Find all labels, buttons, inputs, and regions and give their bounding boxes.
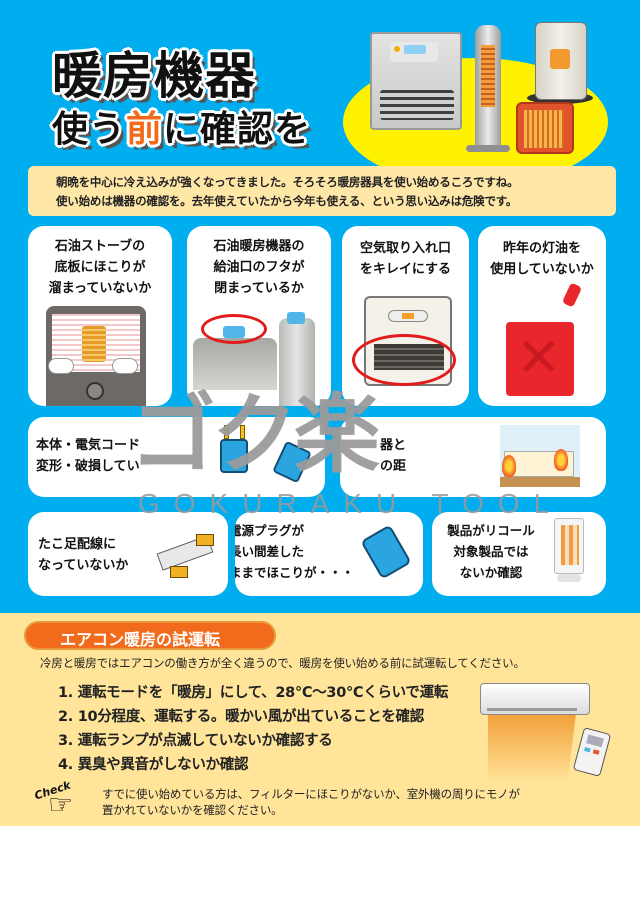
electric-heater-illustration xyxy=(516,102,574,154)
fuel-tank-photo-2 xyxy=(279,318,315,406)
warm-air-illustration xyxy=(488,714,576,784)
card-text: 昨年の灯油を使用していないか xyxy=(490,241,594,277)
aircon-steps: 1. 運転モードを「暖房」にして、28℃～30℃くらいで運転 2. 10分程度、… xyxy=(58,681,448,777)
card-text: 製品がリコール対象製品ではないか確認 xyxy=(447,523,535,580)
air-conditioner-icon xyxy=(480,683,590,715)
round-kerosene-stove-illustration xyxy=(535,22,587,100)
fuel-cap-icon-2 xyxy=(287,312,305,324)
card-text: 本体・電気コード変形・破損してい xyxy=(36,438,141,474)
check-card-fuel-cap: 石油暖房機器の給油口のフタが閉まっているか xyxy=(187,226,331,406)
check-card-recall: 製品がリコール対象製品ではないか確認 xyxy=(432,512,606,596)
intro-line-2: 使い始めは機器の確認を。去年使えていたから今年も使える、という思い込みは危険です… xyxy=(56,194,518,208)
fuel-tank-photo xyxy=(193,338,277,390)
aircon-section-title: エアコン暖房の試運転 xyxy=(24,621,276,650)
plug-prong xyxy=(240,425,245,439)
card-text: たこ足配線になっていないか xyxy=(38,537,129,573)
dusty-plug-icon xyxy=(360,524,412,580)
jerry-can-icon xyxy=(506,322,574,396)
jerry-can-spout xyxy=(561,282,583,308)
check-card-dusty-plug: 電源プラグが長い間差したままでほこりが・・・ xyxy=(235,512,423,596)
pointing-hand-icon: ☞ xyxy=(48,788,74,821)
check-note: すでに使い始めている方は、フィルターにほこりがないか、室外機の周りにモノが 置か… xyxy=(102,787,520,817)
check-card-old-kerosene: 昨年の灯油を使用していないか xyxy=(478,226,606,406)
intro-line-1: 朝晩を中心に冷え込みが強くなってきました。そろそろ暖房器具を使い始めるころですね… xyxy=(56,175,519,189)
card-text: 電源プラグが長い間差したままでほこりが・・・ xyxy=(235,523,355,580)
laundry-fire-icon xyxy=(500,425,580,487)
tower-heater-illustration xyxy=(475,25,501,150)
check-card-distance: 器との距 xyxy=(340,417,606,497)
plug-icon-2 xyxy=(196,534,214,546)
plug-icon xyxy=(170,566,188,578)
halogen-heater-icon xyxy=(554,518,584,574)
card-text: 空気取り入れ口をキレイにする xyxy=(359,241,452,277)
step-item: 1. 運転モードを「暖房」にして、28℃～30℃くらいで運転 xyxy=(58,685,449,701)
plug-prong xyxy=(224,425,229,439)
highlight-circle xyxy=(352,334,456,386)
highlight-circle xyxy=(201,314,267,344)
card-text: 石油ストーブの底板にほこりが溜まっていないか xyxy=(48,239,152,296)
intro-box: 朝晩を中心に冷え込みが強くなってきました。そろそろ暖房器具を使い始めるころですね… xyxy=(28,166,616,216)
aircon-lead: 冷房と暖房ではエアコンの働き方が全く違うので、暖房を使い始める前に試運転してくだ… xyxy=(40,656,525,670)
check-card-cord-damage: 本体・電気コード変形・破損してい xyxy=(28,417,325,497)
card-text: 器との距 xyxy=(380,438,407,474)
tower-heater-base xyxy=(466,145,510,152)
halogen-heater-base xyxy=(557,574,581,582)
plug-icon xyxy=(220,439,248,473)
fan-heater-illustration xyxy=(370,32,462,130)
check-card-air-intake: 空気取り入れ口をキレイにする xyxy=(342,226,469,406)
step-item: 3. 運転ランプが点滅していないか確認する xyxy=(58,733,333,749)
step-item: 2. 10分程度、運転する。暖かい風が出ていることを確認 xyxy=(58,709,424,725)
page-title: 暖房機器 xyxy=(52,47,256,105)
check-hand-icon: Check ☞ xyxy=(33,779,96,824)
check-card-power-strip: たこ足配線になっていないか xyxy=(28,512,228,596)
watermark-logo: ゴク楽 xyxy=(130,385,380,485)
step-item: 4. 異臭や異音がしないか確認 xyxy=(58,757,249,773)
check-card-stove-dust: 石油ストーブの底板にほこりが溜まっていないか xyxy=(28,226,172,406)
kerosene-stove-icon xyxy=(46,306,146,406)
subtitle-accent: 前 xyxy=(126,109,164,150)
card-text: 石油暖房機器の給油口のフタが閉まっているか xyxy=(213,239,305,296)
page-subtitle: 使う前に確認を xyxy=(52,109,312,150)
watermark-subtitle: GOKURAKU TOOL xyxy=(138,488,564,519)
